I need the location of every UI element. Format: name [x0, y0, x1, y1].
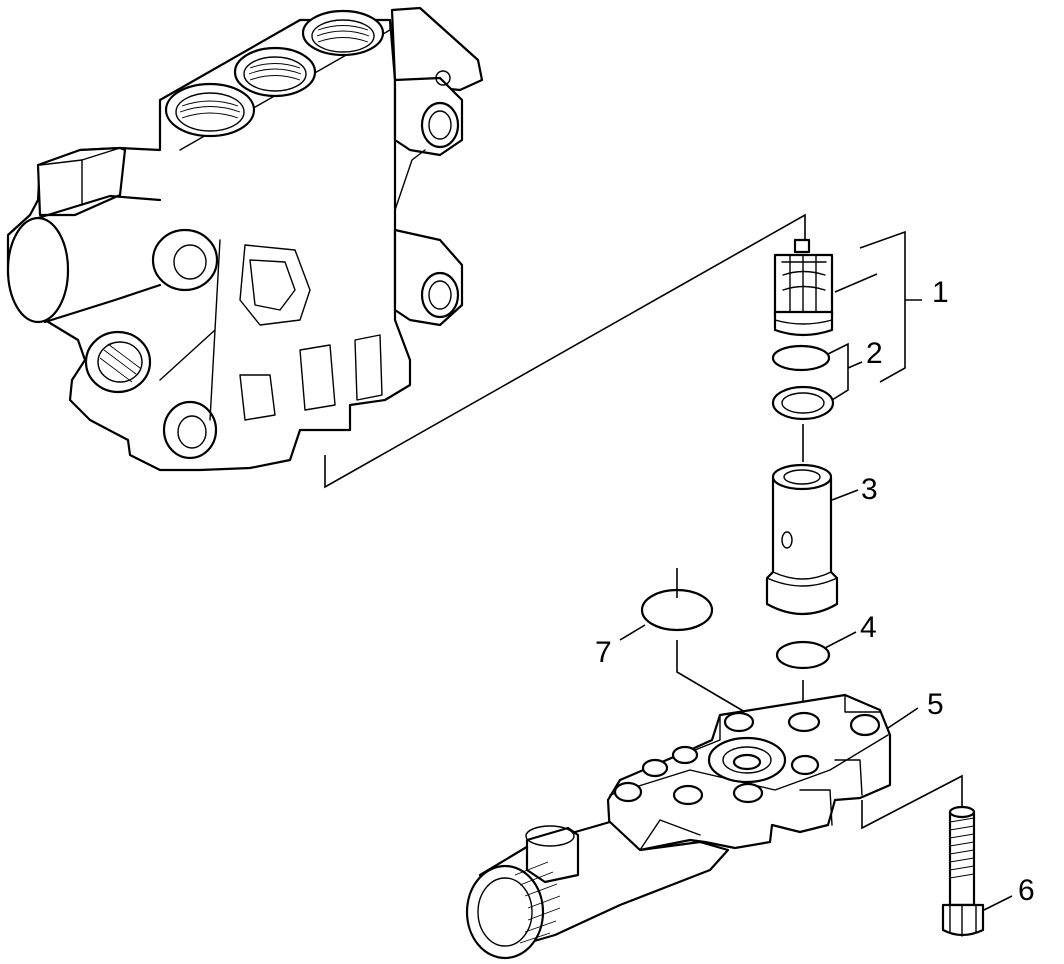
callout-number-7: 7	[595, 636, 612, 669]
callout-6-leader	[983, 895, 1013, 911]
callout-1-bracket	[834, 230, 922, 383]
callout-number-5: 5	[927, 688, 944, 721]
connector-block-to-valve	[324, 213, 806, 489]
pump-head-block	[6, 6, 484, 472]
callout-number-2: 2	[866, 337, 883, 370]
sleeve	[765, 463, 839, 615]
o-ring-upper	[771, 344, 831, 372]
callout-number-1: 1	[932, 276, 949, 309]
valve-cage	[773, 238, 834, 337]
callout-4-leader	[824, 631, 857, 649]
o-ring-lower	[771, 385, 835, 421]
manifold	[465, 693, 892, 960]
callout-3-leader	[831, 489, 859, 501]
o-ring-small	[775, 640, 831, 670]
o-ring-lower-inner	[781, 392, 825, 414]
o-ring-large	[640, 588, 714, 632]
callout-number-4: 4	[860, 611, 877, 644]
callout-number-3: 3	[861, 473, 878, 506]
callout-number-6: 6	[1018, 874, 1035, 907]
callout-7-leader	[619, 624, 646, 641]
connector-manifold-to-screw	[861, 774, 963, 830]
screw	[941, 805, 985, 937]
callout-2-bracket	[827, 342, 863, 401]
callout-5-leader	[887, 707, 919, 729]
